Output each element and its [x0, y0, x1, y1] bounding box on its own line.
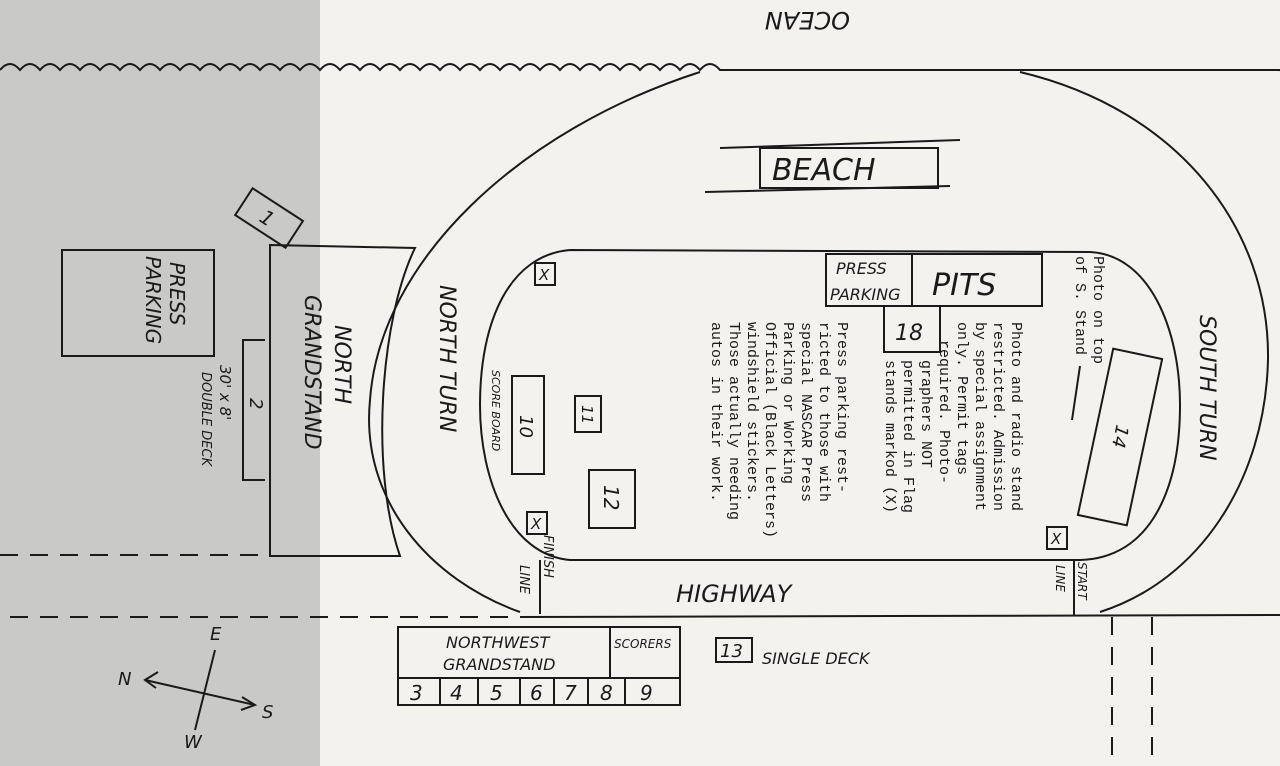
press-parking-label: PARKING: [141, 256, 165, 344]
svg-text:E: E: [210, 624, 222, 645]
svg-text:by special assignment: by special assignment: [971, 322, 988, 511]
svg-text:Photo and radio stand: Photo and radio stand: [1007, 322, 1024, 511]
shaded-area: [0, 0, 320, 766]
beach-label: BEACH: [772, 153, 876, 188]
svg-text:NORTHWEST: NORTHWEST: [446, 633, 551, 652]
svg-text:X: X: [1050, 530, 1062, 548]
stand-11-label: 11: [578, 405, 596, 424]
svg-text:ricted to those with: ricted to those with: [815, 322, 832, 502]
stand-13: [715, 637, 753, 663]
finish-label: FINISH: [540, 535, 555, 578]
pits-label: PITS: [932, 268, 996, 303]
svg-text:GRANDSTAND: GRANDSTAND: [443, 655, 555, 674]
svg-text:restricted. Admission: restricted. Admission: [989, 322, 1006, 511]
svg-text:W: W: [184, 732, 203, 753]
svg-text:windshield stickers.: windshield stickers.: [743, 322, 760, 502]
photo-stand-note: Photo and radio stand restricted. Admiss…: [881, 322, 1024, 513]
svg-text:14: 14: [1107, 423, 1132, 450]
svg-text:N: N: [118, 669, 131, 690]
section-9: 9: [640, 681, 653, 705]
flag-stand-marker: X: [1046, 526, 1068, 550]
svg-text:X: X: [530, 515, 542, 533]
beach-label-box: BEACH: [704, 139, 961, 193]
section-8: 8: [600, 681, 613, 705]
score-board-label: SCORE BOARD: [489, 370, 502, 451]
flag-stand-marker: X: [526, 511, 548, 535]
section-3: 3: [410, 681, 423, 705]
svg-text:Photo on top: Photo on top: [1089, 256, 1106, 364]
highway-edge: [519, 614, 1280, 618]
north-turn-label: NORTH TURN: [434, 285, 459, 432]
ocean-label: OCEAN: [765, 6, 850, 34]
press-parking-lot: [61, 249, 215, 357]
stand-14: 14: [1076, 347, 1164, 527]
finish-label: LINE: [516, 565, 531, 595]
press-parking-note: Press parking rest- ricted to those with…: [707, 322, 850, 538]
section-4: 4: [450, 681, 463, 705]
svg-text:special NASCAR Press: special NASCAR Press: [797, 322, 814, 502]
score-board: [511, 375, 545, 475]
double-deck-label: 30' x 8': [216, 365, 234, 420]
press-parking-label: PRESS: [165, 262, 189, 326]
highway-label: HIGHWAY: [676, 580, 794, 608]
inner-press-parking-label: PRESS: [836, 259, 887, 278]
stand-18: [883, 305, 941, 353]
start-label: LINE: [1053, 565, 1067, 592]
svg-text:of S. Stand: of S. Stand: [1071, 256, 1088, 355]
start-label: START: [1075, 562, 1089, 601]
pits: [911, 253, 1043, 307]
svg-text:only. Permit tags: only. Permit tags: [953, 322, 970, 475]
south-turn-label: SOUTH TURN: [1194, 315, 1219, 461]
svg-text:permitted in Flag: permitted in Flag: [899, 360, 916, 513]
photo-top-note: Photo on top of S. Stand: [1071, 256, 1106, 364]
section-6: 6: [530, 681, 543, 705]
svg-text:Those actually needing: Those actually needing: [725, 322, 742, 520]
svg-text:Parking or Working: Parking or Working: [779, 322, 796, 484]
northwest-grandstand: NORTHWEST GRANDSTAND SCORERS 3 4 5 6 7 8…: [397, 626, 681, 706]
svg-text:S: S: [262, 702, 273, 723]
svg-text:required. Photo-: required. Photo-: [935, 340, 952, 484]
north-grandstand: [269, 243, 417, 557]
svg-text:X: X: [538, 266, 550, 284]
svg-text:stands markod (X): stands markod (X): [881, 360, 898, 513]
north-grandstand-label: GRANDSTAND: [299, 295, 324, 450]
stand-18-label: 18: [895, 321, 923, 346]
stand-11: [574, 395, 602, 433]
svg-text:autos in their work.: autos in their work.: [707, 322, 724, 502]
compass-icon: N E S W: [118, 624, 273, 753]
north-grandstand-label: NORTH: [329, 325, 354, 404]
stand-13-label: 13: [720, 641, 743, 662]
shoreline: [0, 63, 1280, 72]
svg-text:Press parking rest-: Press parking rest-: [833, 322, 850, 493]
outer-course-outline: [368, 71, 1270, 613]
flag-stand-marker: X: [534, 262, 556, 286]
section-7: 7: [564, 681, 577, 705]
stand-2: [242, 339, 265, 481]
section-5: 5: [490, 681, 503, 705]
inner-press-parking-label: PARKING: [830, 285, 901, 304]
stand-2-label: 2: [245, 398, 266, 409]
double-deck-label: DOUBLE DECK: [198, 372, 213, 468]
single-deck-label: SINGLE DECK: [762, 649, 871, 668]
inner-track: [478, 248, 1182, 561]
stand-12-label: 12: [599, 485, 623, 510]
stand-10-label: 10: [515, 415, 536, 438]
stand-12: [588, 469, 636, 529]
svg-text:graphers NOT: graphers NOT: [917, 360, 934, 468]
svg-text:Official (Black Letters): Official (Black Letters): [761, 322, 778, 538]
svg-text:SCORERS: SCORERS: [614, 637, 672, 651]
arrow-to-stand-14: [1071, 365, 1081, 421]
